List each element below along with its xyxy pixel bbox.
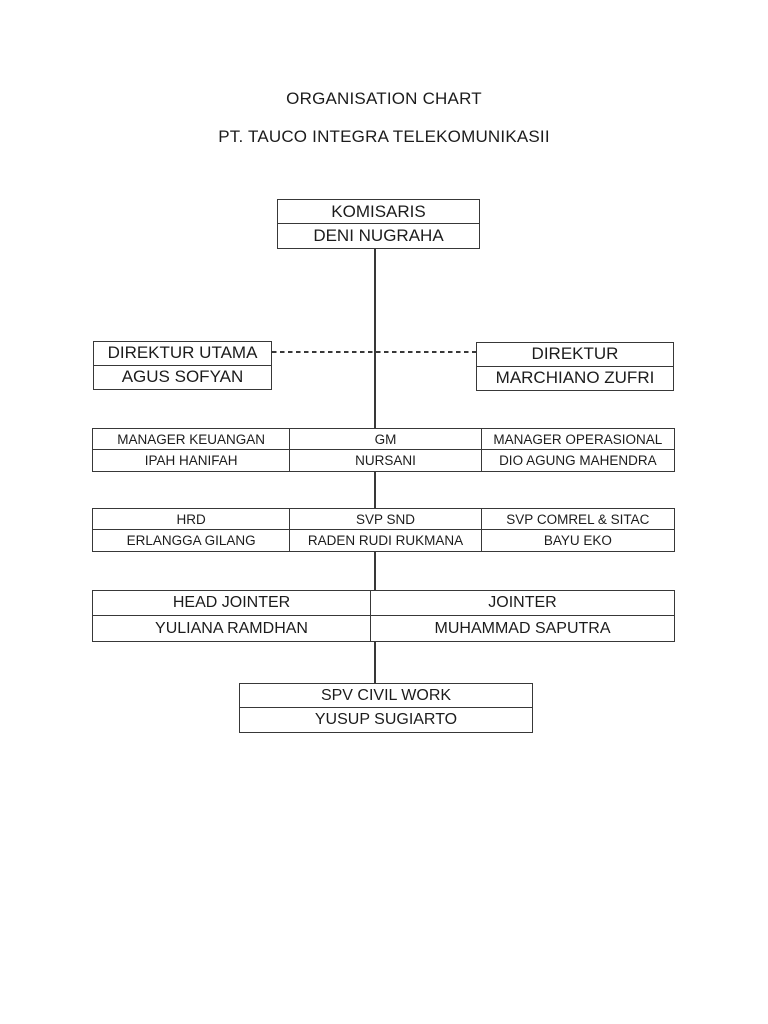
org-node-spv-civil-work: SPV CIVIL WORK YUSUP SUGIARTO bbox=[239, 683, 533, 733]
org-node-spv-civil-work-person: YUSUP SUGIARTO bbox=[314, 711, 458, 728]
org-node-direktur-utama: DIREKTUR UTAMA AGUS SOFYAN bbox=[93, 341, 272, 390]
org-node-manager-keuangan-role: MANAGER KEUANGAN bbox=[93, 429, 290, 450]
connector-svp-to-jointer bbox=[374, 552, 376, 590]
org-node-gm-role: GM bbox=[289, 429, 481, 450]
org-node-spv-civil-work-role: SPV CIVIL WORK bbox=[240, 684, 532, 708]
page-title: ORGANISATION CHART bbox=[286, 89, 482, 108]
org-node-svp-comrel-person: BAYU EKO bbox=[480, 530, 674, 551]
org-node-direktur-utama-person: AGUS SOFYAN bbox=[121, 367, 244, 387]
org-node-jointer-role: JOINTER bbox=[370, 591, 674, 616]
org-node-hrd-person: ERLANGGA GILANG bbox=[126, 533, 256, 548]
org-node-direktur-role: DIREKTUR bbox=[477, 343, 673, 367]
org-node-svp-snd-person: RADEN RUDI RUKMANA bbox=[289, 530, 480, 551]
org-node-hrd-role: HRD bbox=[93, 509, 290, 530]
org-row-svp: HRD SVP SND SVP COMREL & SITAC ERLANGGA … bbox=[92, 508, 675, 552]
org-row-jointer: HEAD JOINTER JOINTER YULIANA RAMDHAN MUH… bbox=[92, 590, 675, 642]
org-node-komisaris: KOMISARIS DENI NUGRAHA bbox=[277, 199, 480, 249]
org-node-komisaris-role: KOMISARIS bbox=[278, 200, 479, 224]
org-node-direktur: DIREKTUR MARCHIANO ZUFRI bbox=[476, 342, 674, 391]
connector-jointer-to-spv bbox=[374, 642, 376, 683]
connector-dashed-direktur bbox=[272, 351, 476, 353]
org-node-manager-operasional-person: DIO AGUNG MAHENDRA bbox=[480, 450, 674, 471]
org-node-jointer-person: MUHAMMAD SAPUTRA bbox=[370, 616, 674, 641]
connector-komisaris-to-gm bbox=[374, 248, 376, 428]
org-node-manager-keuangan-person: IPAH HANIFAH bbox=[144, 453, 238, 468]
org-row-managers: MANAGER KEUANGAN GM MANAGER OPERASIONAL … bbox=[92, 428, 675, 472]
org-node-komisaris-person: DENI NUGRAHA bbox=[313, 226, 444, 245]
org-node-manager-operasional-role: MANAGER OPERASIONAL bbox=[480, 429, 674, 450]
org-node-direktur-utama-role: DIREKTUR UTAMA bbox=[94, 342, 271, 366]
org-node-gm-person: NURSANI bbox=[289, 450, 480, 471]
connector-gm-to-svp bbox=[374, 472, 376, 508]
page-subtitle: PT. TAUCO INTEGRA TELEKOMUNIKASII bbox=[218, 127, 550, 146]
org-node-svp-snd-role: SVP SND bbox=[289, 509, 481, 530]
org-node-direktur-person: MARCHIANO ZUFRI bbox=[495, 368, 655, 388]
org-node-svp-comrel-role: SVP COMREL & SITAC bbox=[480, 509, 674, 530]
org-node-head-jointer-person: YULIANA RAMDHAN bbox=[155, 619, 308, 637]
org-node-head-jointer-role: HEAD JOINTER bbox=[93, 591, 371, 616]
